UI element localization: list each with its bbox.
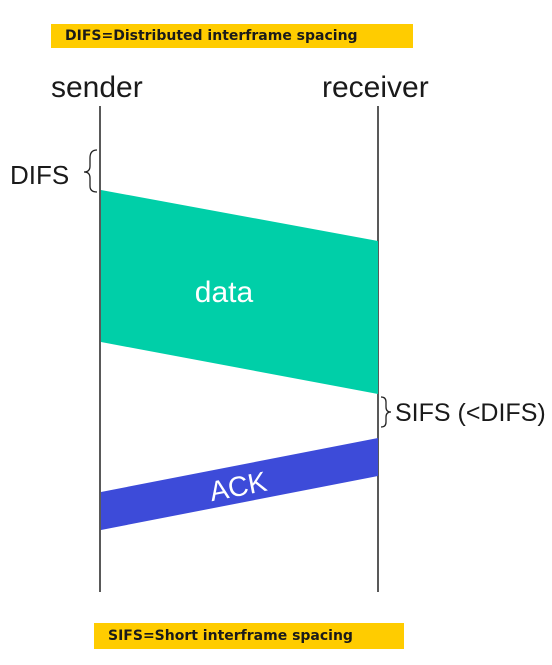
sifs-label: SIFS (<DIFS) [395,399,546,427]
sender-label: sender [51,71,143,104]
sifs-brace [380,396,392,428]
difs-definition-note: DIFS=Distributed interframe spacing [51,24,413,48]
data-frame [101,190,378,394]
data-frame-label: data [195,276,254,309]
difs-brace [83,149,98,193]
ack-frame [101,438,378,530]
receiver-label: receiver [322,71,429,104]
difs-label: DIFS [10,160,69,190]
sifs-definition-note: SIFS=Short interframe spacing [94,623,404,649]
